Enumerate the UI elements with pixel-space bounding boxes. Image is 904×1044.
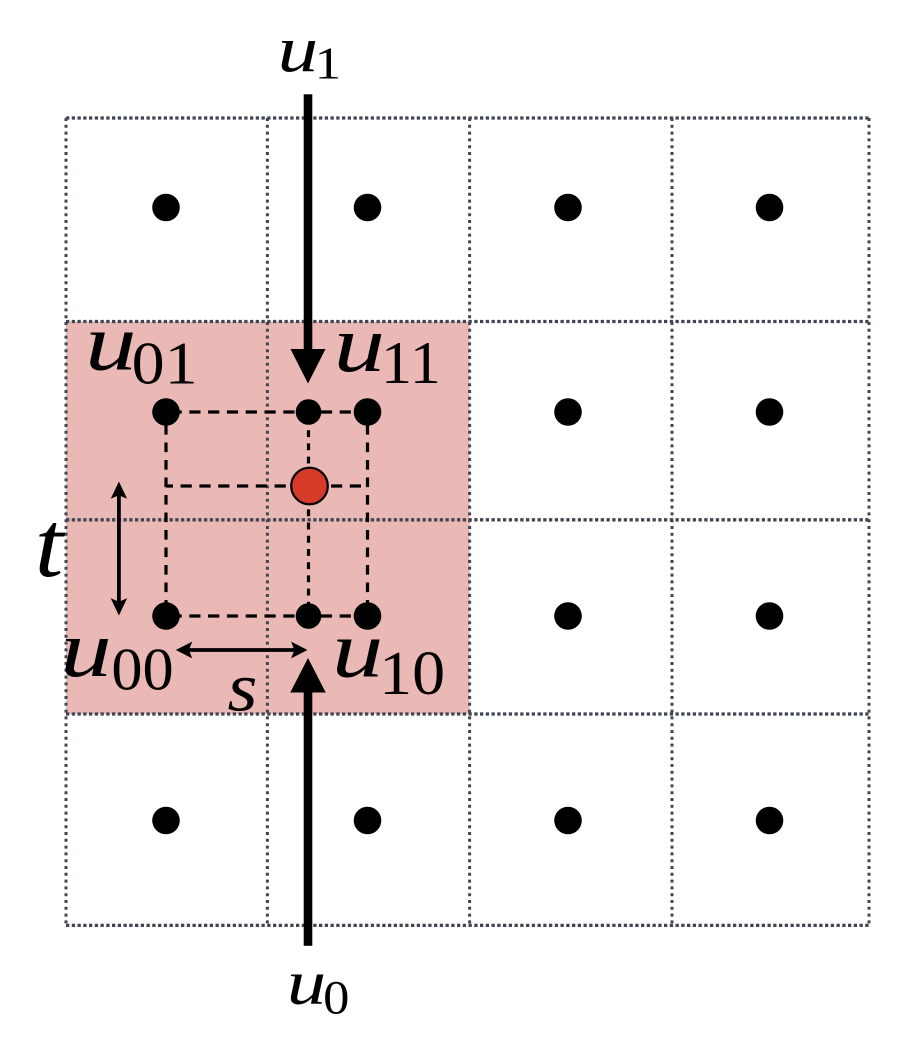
svg-text:u: u (278, 13, 319, 86)
svg-text:11: 11 (381, 330, 441, 396)
svg-text:u: u (332, 605, 384, 695)
svg-text:0: 0 (323, 972, 349, 1025)
svg-text:u: u (85, 298, 137, 388)
svg-text:00: 00 (111, 637, 173, 703)
svg-text:u: u (287, 947, 326, 1018)
svg-text:01: 01 (132, 330, 198, 396)
svg-text:u: u (334, 299, 386, 389)
svg-text:u: u (60, 604, 112, 694)
svg-text:t: t (35, 493, 66, 597)
svg-text:1: 1 (315, 38, 342, 89)
svg-text:s: s (228, 650, 258, 726)
svg-text:10: 10 (379, 640, 445, 708)
